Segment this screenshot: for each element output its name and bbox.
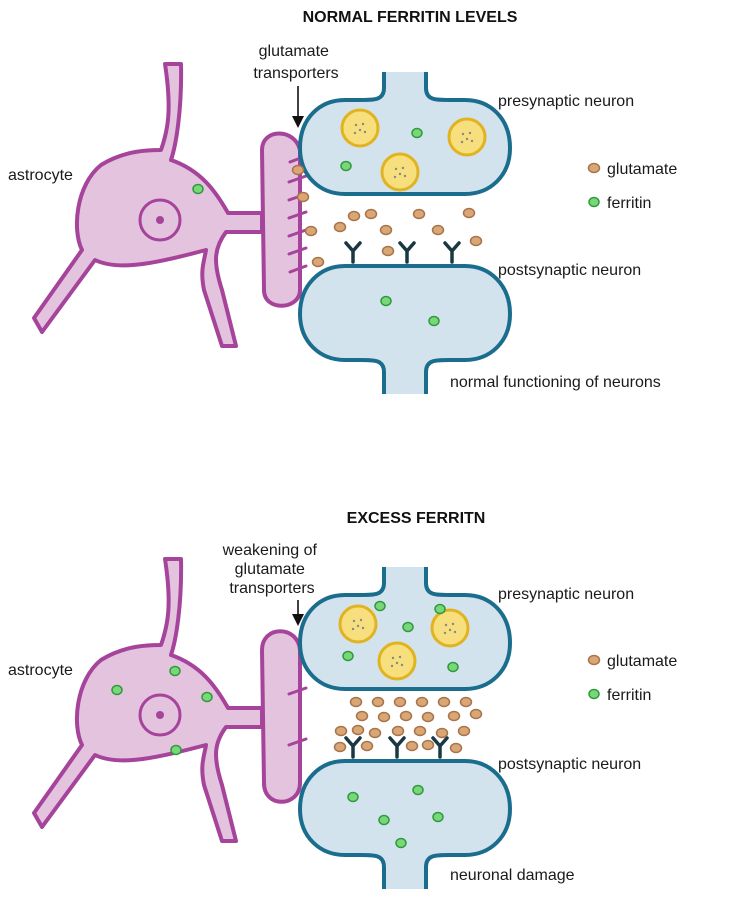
ferritin-particle bbox=[169, 665, 181, 677]
ferritin-dot-icon bbox=[588, 688, 600, 700]
ferritin-particle bbox=[395, 837, 407, 849]
down-arrow-icon bbox=[292, 600, 304, 626]
synaptic-vesicle bbox=[447, 117, 487, 157]
ferritin-particle bbox=[434, 603, 446, 615]
transporter-label: weakening of glutamate transporters bbox=[222, 542, 322, 597]
panel-normal: NORMAL FERRITIN LEVELS bbox=[8, 9, 677, 396]
synaptic-vesicle bbox=[377, 641, 417, 681]
panel-title: NORMAL FERRITIN LEVELS bbox=[303, 9, 518, 26]
ferritin-particle bbox=[170, 744, 182, 756]
ferritin-particle bbox=[201, 691, 213, 703]
ferritin-particle bbox=[347, 791, 359, 803]
receptor-icon bbox=[388, 736, 406, 759]
ferritin-particle bbox=[402, 621, 414, 633]
ferritin-particle bbox=[111, 684, 123, 696]
ferritin-particle bbox=[428, 315, 440, 327]
legend: glutamate ferritin bbox=[587, 161, 677, 212]
ferritin-particle bbox=[192, 183, 204, 195]
ferritin-particle bbox=[340, 160, 352, 172]
legend-glutamate: glutamate bbox=[607, 161, 677, 178]
ferritin-particle bbox=[411, 127, 423, 139]
ferritin-particle bbox=[374, 600, 386, 612]
ferritin-dot-icon bbox=[588, 196, 600, 208]
ferritin-particle bbox=[378, 814, 390, 826]
legend-ferritin: ferritin bbox=[607, 195, 651, 212]
panel-title: EXCESS FERRITN bbox=[347, 510, 486, 527]
ferritin-particle bbox=[342, 650, 354, 662]
synaptic-vesicle bbox=[430, 608, 470, 648]
panel-excess: EXCESS FERRITN bbox=[8, 510, 677, 891]
postsynaptic-label: postsynaptic neuron bbox=[498, 262, 641, 279]
glutamate-dot-icon bbox=[587, 162, 601, 174]
ferritin-particle bbox=[447, 661, 459, 673]
receptor-icon bbox=[398, 241, 416, 264]
legend-ferritin: ferritin bbox=[607, 687, 651, 704]
receptor-icon bbox=[431, 736, 449, 759]
ferritin-particle bbox=[380, 295, 392, 307]
receptor-icon bbox=[344, 736, 362, 759]
astrocyte-label: astrocyte bbox=[8, 662, 73, 679]
glutamate-dot-icon bbox=[587, 654, 601, 666]
down-arrow-icon bbox=[292, 86, 304, 128]
synaptic-vesicle bbox=[380, 152, 420, 192]
glutamate-transporters bbox=[287, 686, 308, 747]
legend-glutamate: glutamate bbox=[607, 653, 677, 670]
legend: glutamate ferritin bbox=[587, 653, 677, 704]
astrocyte-label: astrocyte bbox=[8, 167, 73, 184]
astrocyte bbox=[32, 62, 308, 348]
transporter-label: glutamate transporters bbox=[253, 43, 338, 82]
outcome-label: neuronal damage bbox=[450, 867, 575, 884]
outcome-label: normal functioning of neurons bbox=[450, 374, 661, 391]
presynaptic-label: presynaptic neuron bbox=[498, 586, 634, 603]
receptor-icon bbox=[344, 241, 362, 264]
postsynaptic-label: postsynaptic neuron bbox=[498, 756, 641, 773]
presynaptic-label: presynaptic neuron bbox=[498, 93, 634, 110]
synaptic-vesicle bbox=[340, 108, 380, 148]
ferritin-particle bbox=[412, 784, 424, 796]
ferritin-particle bbox=[432, 811, 444, 823]
receptor-icon bbox=[443, 241, 461, 264]
synaptic-vesicle bbox=[338, 604, 378, 644]
astrocyte bbox=[32, 557, 308, 843]
